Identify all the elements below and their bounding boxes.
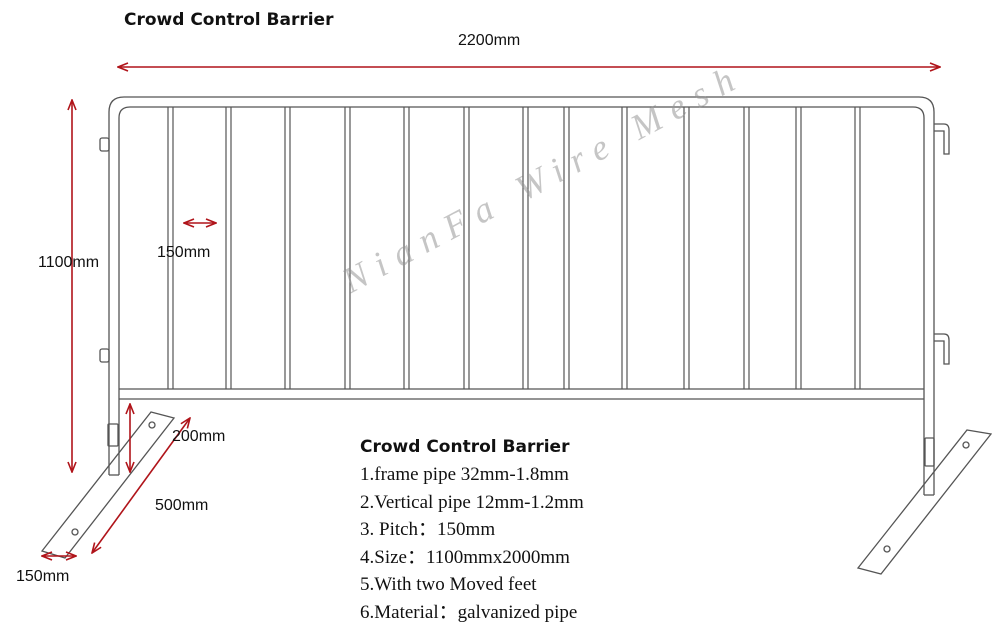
overall-height-label: 1100mm [38,254,100,271]
leg-height-label: 200mm [172,428,226,445]
foot-width-label: 150mm [16,568,70,585]
spec-item: 4.Size：1100mmx2000mm [360,546,570,568]
spec-title: Crowd Control Barrier [360,437,570,457]
spec-item: 3. Pitch：150mm [360,519,496,540]
spec-item: 5.With two Moved feet [360,574,537,595]
diagram-title: Crowd Control Barrier [124,10,334,30]
right-hooks [924,123,950,467]
spec-list: 1.frame pipe 32mm-1.8mm 2.Vertical pipe … [360,461,680,626]
vertical-pipes [167,107,861,389]
pitch-label: 150mm [157,244,211,261]
spec-item: 6.Material：galvanized pipe [360,601,578,623]
spec-item: 2.Vertical pipe 12mm-1.2mm [360,491,584,513]
right-foot [856,429,992,575]
foot-length-label: 500mm [155,497,209,514]
foot-length-dimension-arrow [92,418,190,553]
overall-width-label: 2200mm [458,32,521,49]
spec-item: 1.frame pipe 32mm-1.8mm [360,464,569,485]
specification-block: Crowd Control Barrier 1.frame pipe 32mm-… [360,437,680,626]
barrier-frame [108,96,935,496]
